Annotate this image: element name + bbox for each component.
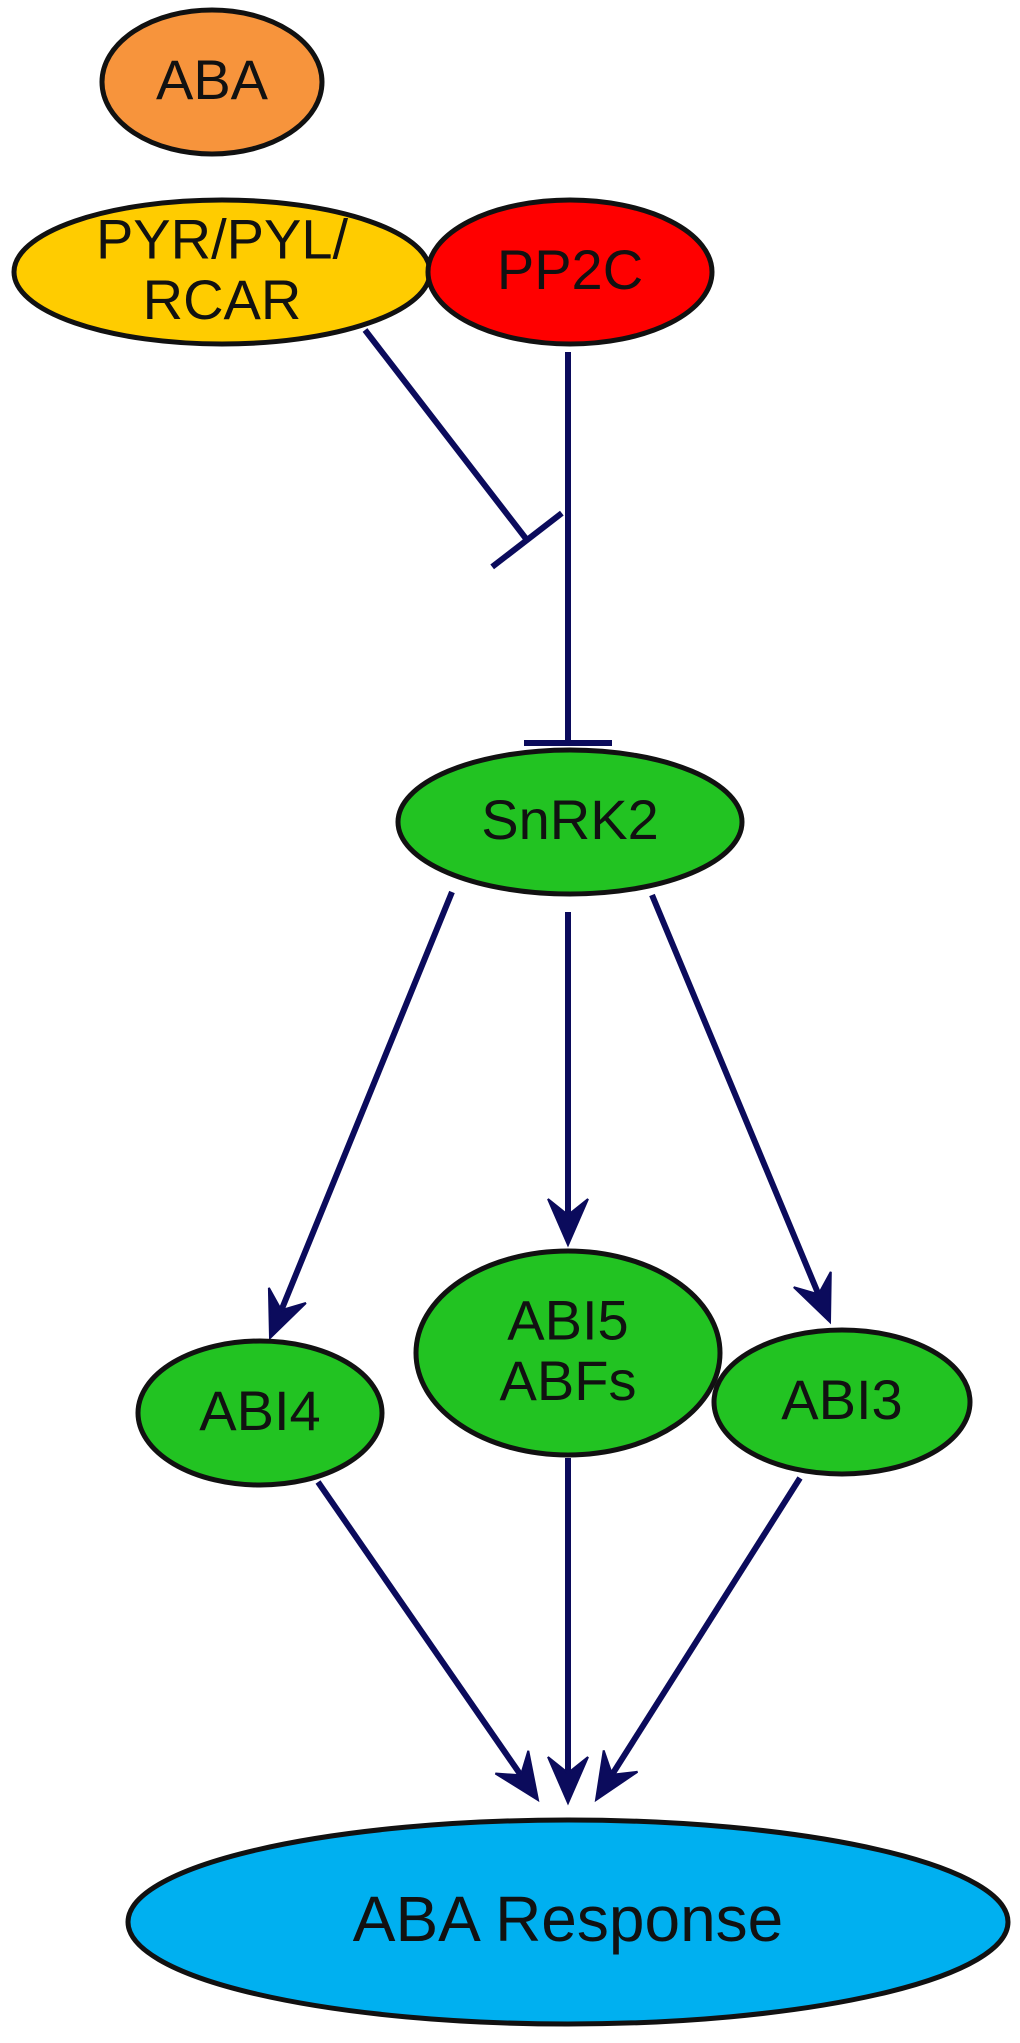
- pp2c-inhibits-snrk2: [524, 352, 612, 746]
- node-abi4-label-0: ABI4: [199, 1379, 320, 1442]
- node-abi5-shape: [413, 1248, 723, 1458]
- snrk2-activates-abi3-arrowhead: [793, 1271, 832, 1325]
- snrk2-activates-abi4-line: [278, 890, 455, 1312]
- node-abi3-shape: [711, 1327, 973, 1477]
- node-pyr-label-1: RCAR: [143, 268, 302, 331]
- node-response-label-0: ABA Response: [353, 1883, 784, 1955]
- node-abi5-label-1: ABFs: [500, 1349, 637, 1412]
- node-aba-shape: [99, 7, 325, 157]
- abi5-activates-response: [547, 1458, 589, 1806]
- snrk2-activates-abi3: [649, 893, 832, 1325]
- snrk2-activates-abi4: [267, 890, 455, 1341]
- abi4-activates-response-line: [315, 1480, 524, 1778]
- edges-layer: [267, 328, 832, 1806]
- pyr-inhibits-pp2c-edge: [362, 328, 564, 570]
- node-pyr: PYR/PYL/RCAR: [11, 197, 433, 347]
- snrk2-activates-abi5: [547, 912, 589, 1248]
- node-response-shape: [125, 1817, 1011, 2027]
- abi5-activates-response-arrowhead: [547, 1756, 589, 1806]
- node-pyr-label-0: PYR/PYL/: [96, 208, 349, 271]
- abi3-activates-response: [594, 1476, 803, 1803]
- node-abi5-label-0: ABI5: [507, 1289, 628, 1352]
- snrk2-activates-abi5-arrowhead: [547, 1198, 589, 1248]
- node-pp2c-label-0: PP2C: [497, 238, 643, 301]
- snrk2-activates-abi4-arrowhead: [267, 1287, 307, 1341]
- node-response: ABA Response: [125, 1817, 1011, 2027]
- node-snrk2-shape: [395, 747, 745, 897]
- abi3-activates-response-line: [609, 1476, 803, 1777]
- node-abi4-shape: [135, 1338, 385, 1488]
- node-aba-label-0: ABA: [156, 48, 269, 111]
- snrk2-activates-abi3-line: [649, 893, 822, 1296]
- abi4-activates-response-arrowhead: [494, 1750, 540, 1803]
- abi4-activates-response: [315, 1480, 540, 1803]
- pyr-inhibits-pp2c-edge-line: [362, 328, 530, 542]
- node-abi3-label-0: ABI3: [781, 1368, 902, 1431]
- node-pp2c: PP2C: [425, 197, 715, 347]
- abi3-activates-response-arrowhead: [594, 1750, 639, 1803]
- node-aba: ABA: [99, 7, 325, 157]
- node-abi3: ABI3: [711, 1327, 973, 1477]
- node-abi4: ABI4: [135, 1338, 385, 1488]
- pyr-inhibits-pp2c-edge-inhibit-bar: [490, 510, 564, 570]
- node-snrk2: SnRK2: [395, 747, 745, 897]
- node-pp2c-shape: [425, 197, 715, 347]
- node-snrk2-label-0: SnRK2: [481, 788, 658, 851]
